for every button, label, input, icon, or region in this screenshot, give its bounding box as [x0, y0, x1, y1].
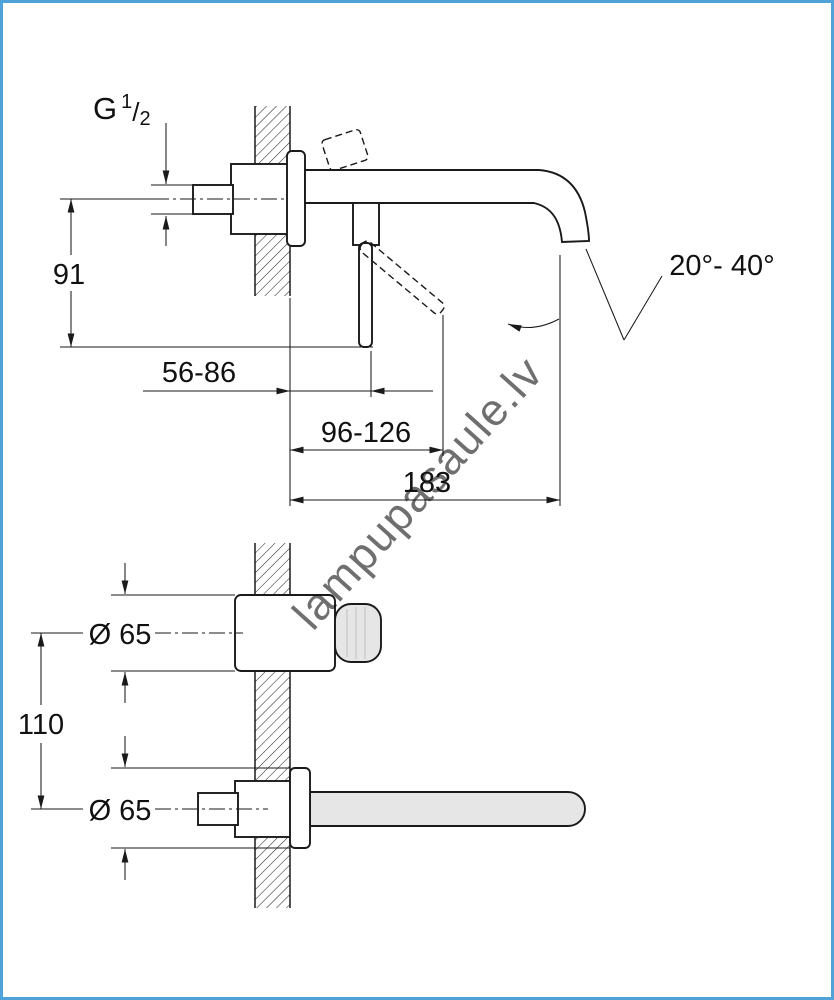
dim-dia65-bottom: Ø 65	[89, 736, 290, 880]
dim-height-91: 91	[47, 199, 373, 348]
dim-depth-max: 96-126	[290, 315, 444, 456]
spout-tube	[309, 791, 586, 827]
dim-hole-spacing: 110	[15, 632, 83, 810]
dim-depth-min: 56-86	[143, 351, 433, 397]
lever-joint	[352, 202, 380, 246]
height-label: 91	[53, 259, 85, 291]
spout-assembly	[286, 128, 590, 348]
hole-spacing-label: 110	[18, 709, 64, 741]
spout-angle-annotation: 20°- 40°	[507, 248, 775, 341]
spout-angle-label: 20°- 40°	[669, 250, 774, 282]
depth-max-label: 96-126	[321, 417, 411, 449]
watermark-text: lampupasaule.lv	[282, 346, 553, 639]
handle-unit	[155, 594, 382, 672]
lever-open-dashed	[359, 240, 445, 315]
spout-escutcheon	[286, 150, 306, 247]
projection-label: 183	[403, 467, 451, 499]
swivel-arc-arrow	[507, 318, 560, 332]
wall-section-top-view	[254, 106, 291, 296]
dia-top-label: Ø 65	[89, 619, 152, 651]
depth-min-label: 56-86	[162, 357, 236, 389]
spout	[304, 169, 590, 243]
spout-wall-escutcheon	[289, 767, 311, 849]
wall-section-bottom-view	[254, 543, 291, 908]
lever-closed	[358, 242, 373, 348]
dia-bottom-label: Ø 65	[89, 795, 152, 827]
dim-projection: 183	[290, 255, 561, 506]
dim-dia65-top: Ø 65	[89, 563, 235, 703]
spout-unit	[155, 767, 586, 849]
lever-alt-position-dashed	[321, 128, 369, 172]
